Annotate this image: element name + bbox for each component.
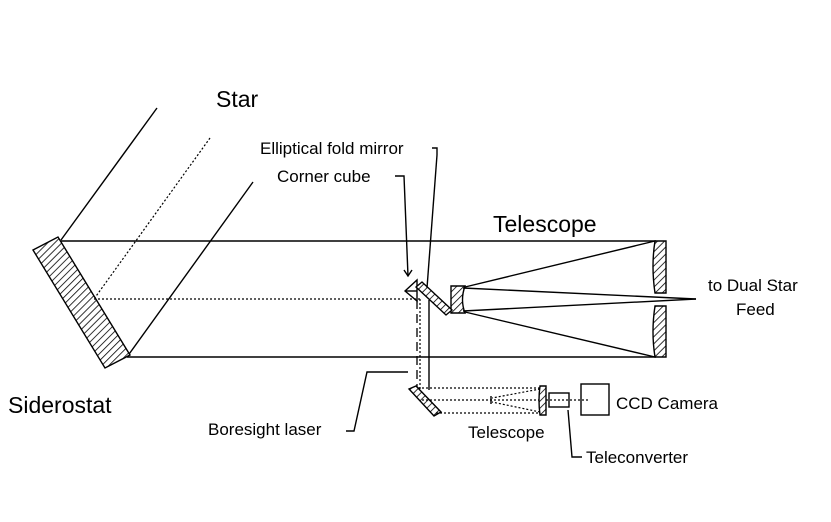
fold-beam [426,154,438,289]
small-cone-top [491,388,541,399]
label-boresight-laser: Boresight laser [208,420,322,439]
secondary-mirror [450,285,467,314]
small-primary-mirror [538,385,547,416]
elliptical-fold-mirror [414,281,454,316]
leader-corner-cube [395,175,409,277]
label-teleconverter: Teleconverter [586,448,688,467]
teleconverter-box [548,392,570,408]
leader-teleconverter [567,409,582,458]
telescope-ray-top [464,240,656,288]
primary-mirror-upper [652,240,667,294]
telescope-ray-bottom [464,311,656,358]
primary-mirror-lower [652,305,667,358]
siderostat-mirror [32,236,131,369]
small-cone-bottom [491,401,541,413]
ccd-camera-box [580,383,610,416]
star-ray-center [93,137,211,300]
leader-boresight [346,371,408,432]
feed-ray-upper [462,287,697,300]
label-corner-cube: Corner cube [277,167,371,186]
label-siderostat: Siderostat [8,392,112,418]
small-fold-mirror [407,385,443,417]
star-ray-lower [126,181,254,358]
label-dual-star-feed-1: to Dual Star [708,276,798,295]
label-dual-star-feed-2: Feed [736,300,775,319]
label-telescope-small: Telescope [468,423,545,442]
star-ray-upper [60,107,158,241]
label-elliptical-fold-mirror: Elliptical fold mirror [260,139,404,158]
leader-fold-mirror [432,147,438,155]
leader-corner-cube-arrow [403,269,413,278]
label-star: Star [216,86,259,112]
label-telescope-main: Telescope [493,211,597,237]
label-ccd-camera: CCD Camera [616,394,719,413]
feed-ray-lower [462,298,697,312]
